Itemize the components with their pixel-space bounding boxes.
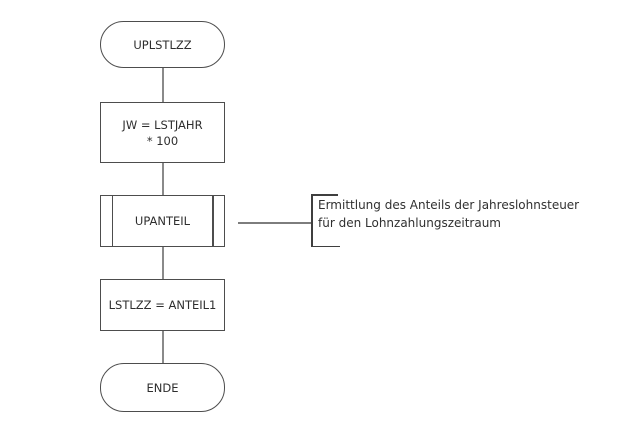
annotation-line2: für den Lohnzahlungszeitraum [318, 216, 501, 230]
connector-step1-subroutine [161, 163, 164, 195]
annotation-bracket-vertical [311, 194, 313, 247]
node-subroutine-label: UPANTEIL [134, 214, 191, 228]
node-end-label: ENDE [146, 380, 179, 395]
connector-start-step1 [161, 68, 164, 102]
predefined-process-right-bar [212, 196, 214, 246]
node-step1-line1: JW = LSTJAHR [122, 117, 203, 132]
node-step1-line2: * 100 [146, 133, 179, 148]
flowchart-node-start: UPLSTLZZ [100, 21, 225, 68]
connector-subroutine-annotation [238, 222, 311, 224]
flowchart-node-subroutine: UPANTEIL [100, 195, 225, 247]
flowchart-node-step2: LSTLZZ = ANTEIL1 [100, 279, 225, 331]
annotation-line1: Ermittlung des Anteils der Jahreslohnste… [318, 198, 580, 212]
connector-step2-end [161, 331, 164, 363]
annotation-bracket-bottom-tick [311, 245, 340, 247]
annotation-text: Ermittlung des Anteils der Jahreslohnste… [318, 196, 579, 232]
flowchart-node-step1: JW = LSTJAHR * 100 [100, 102, 225, 163]
node-step2-label: LSTLZZ = ANTEIL1 [108, 298, 217, 312]
connector-subroutine-step2 [161, 247, 164, 279]
node-step1-label: JW = LSTJAHR * 100 [122, 117, 202, 149]
annotation-bracket-top-tick [311, 194, 338, 196]
node-start-label: UPLSTLZZ [133, 37, 192, 52]
flowchart-node-end: ENDE [100, 363, 225, 412]
predefined-process-left-bar [111, 196, 113, 246]
